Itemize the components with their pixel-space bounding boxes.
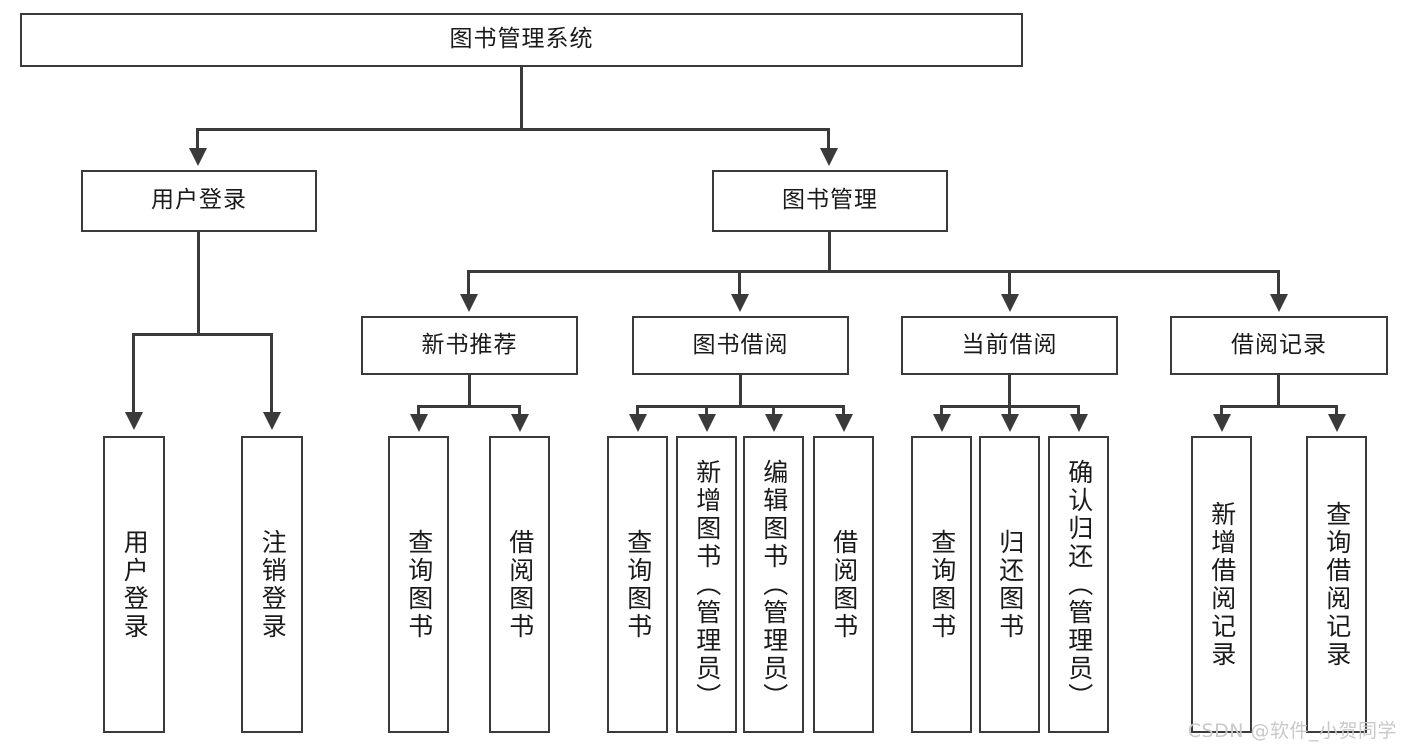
node-label: 用户登录 xyxy=(120,528,150,641)
arrow-nbr-leaf-1 xyxy=(410,414,428,432)
arrow-bb-leaf-3 xyxy=(765,414,783,432)
arrow-user-login-leaf-1 xyxy=(125,412,143,430)
connector-user-login-bus xyxy=(132,333,270,336)
connector-nbr-stem xyxy=(468,375,471,407)
node-label: 借阅图书 xyxy=(505,528,535,641)
connector-root-to-user-login xyxy=(196,128,199,150)
leaf-bb-edit-book-admin[interactable]: 编辑图书（管理员） xyxy=(743,436,804,733)
node-book-borrow[interactable]: 图书借阅 xyxy=(632,316,849,375)
arrow-bm-to-current-borrow xyxy=(1001,294,1019,312)
node-label: 注销登录 xyxy=(258,528,288,641)
connector-bb-branch-1 xyxy=(636,405,639,416)
leaf-user-login-logout[interactable]: 注销登录 xyxy=(241,436,303,733)
arrow-bm-to-book-borrow xyxy=(731,294,749,312)
connector-bb-branch-2 xyxy=(705,405,708,416)
node-label: 编辑图书（管理员） xyxy=(759,458,789,711)
arrow-br-leaf-1 xyxy=(1213,414,1231,432)
connector-bb-stem xyxy=(739,375,742,407)
node-label: 图书借阅 xyxy=(692,331,789,358)
connector-bm-branch-1 xyxy=(467,270,470,295)
leaf-bb-borrow-book[interactable]: 借阅图书 xyxy=(813,436,874,733)
connector-user-login-branch-2 xyxy=(270,333,273,413)
connector-user-login-branch-1 xyxy=(132,333,135,413)
node-label: 查询图书 xyxy=(404,528,434,641)
connector-br-branch-1 xyxy=(1220,405,1223,416)
connector-bm-branch-3 xyxy=(1008,270,1011,295)
arrow-nbr-leaf-2 xyxy=(511,414,529,432)
connector-bb-branch-4 xyxy=(842,405,845,416)
arrow-cb-leaf-1 xyxy=(933,414,951,432)
node-label: 图书管理系统 xyxy=(449,26,594,53)
connector-cb-branch-1 xyxy=(940,405,943,416)
connector-root-bus xyxy=(196,128,830,131)
node-label: 归还图书 xyxy=(995,528,1025,641)
connector-root-to-book-management xyxy=(827,128,830,150)
connector-cb-branch-3 xyxy=(1077,405,1080,416)
leaf-br-query-record[interactable]: 查询借阅记录 xyxy=(1306,436,1367,733)
connector-bm-branch-2 xyxy=(738,270,741,295)
connector-cb-stem xyxy=(1008,375,1011,407)
leaf-nbr-query-book[interactable]: 查询图书 xyxy=(388,436,449,733)
arrow-user-login-leaf-2 xyxy=(263,412,281,430)
connector-nbr-branch-1 xyxy=(417,405,420,416)
arrow-bm-to-borrow-records xyxy=(1270,294,1288,312)
node-label: 查询图书 xyxy=(927,528,957,641)
connector-book-management-stem xyxy=(828,232,831,272)
node-label: 借阅图书 xyxy=(829,528,859,641)
connector-bb-branch-3 xyxy=(772,405,775,416)
arrow-br-leaf-2 xyxy=(1328,414,1346,432)
arrow-root-to-user-login xyxy=(189,148,207,166)
leaf-br-add-record[interactable]: 新增借阅记录 xyxy=(1191,436,1252,733)
arrow-bb-leaf-1 xyxy=(629,414,647,432)
arrow-root-to-book-management xyxy=(820,148,838,166)
arrow-cb-leaf-2 xyxy=(1001,414,1019,432)
connector-cb-branch-2 xyxy=(1008,405,1011,416)
connector-bm-branch-4 xyxy=(1277,270,1280,295)
arrow-cb-leaf-3 xyxy=(1070,414,1088,432)
node-label: 查询借阅记录 xyxy=(1322,500,1352,669)
leaf-user-login-login[interactable]: 用户登录 xyxy=(103,436,165,733)
leaf-nbr-borrow-book[interactable]: 借阅图书 xyxy=(489,436,550,733)
node-label: 图书管理 xyxy=(782,187,878,214)
connector-book-management-bus xyxy=(467,270,1280,273)
connector-user-login-stem xyxy=(197,232,200,335)
node-label: 新书推荐 xyxy=(421,331,518,358)
leaf-cb-return-book[interactable]: 归还图书 xyxy=(979,436,1040,733)
arrow-bb-leaf-2 xyxy=(698,414,716,432)
node-label: 查询图书 xyxy=(623,528,653,641)
connector-br-branch-2 xyxy=(1335,405,1338,416)
leaf-bb-query-book[interactable]: 查询图书 xyxy=(607,436,668,733)
node-label: 新增图书（管理员） xyxy=(692,458,722,711)
node-label: 借阅记录 xyxy=(1231,331,1327,358)
node-label: 确认归还（管理员） xyxy=(1064,458,1094,711)
connector-nbr-bus xyxy=(417,405,521,408)
leaf-cb-query-book[interactable]: 查询图书 xyxy=(911,436,972,733)
node-label: 当前借阅 xyxy=(961,331,1058,358)
node-label: 新增借阅记录 xyxy=(1207,500,1237,669)
connector-root-stem xyxy=(520,67,523,130)
watermark: CSDN @软件_小贺同学 xyxy=(1187,720,1397,742)
node-root-book-management-system[interactable]: 图书管理系统 xyxy=(20,13,1023,67)
leaf-bb-add-book-admin[interactable]: 新增图书（管理员） xyxy=(676,436,737,733)
node-book-management[interactable]: 图书管理 xyxy=(712,170,948,232)
connector-br-bus xyxy=(1220,405,1338,408)
node-user-login[interactable]: 用户登录 xyxy=(81,170,317,232)
node-new-book-recommend[interactable]: 新书推荐 xyxy=(361,316,578,375)
connector-bb-bus xyxy=(636,405,845,408)
arrow-bb-leaf-4 xyxy=(835,414,853,432)
node-borrow-records[interactable]: 借阅记录 xyxy=(1170,316,1388,375)
connector-br-stem xyxy=(1277,375,1280,407)
leaf-cb-confirm-return-admin[interactable]: 确认归还（管理员） xyxy=(1048,436,1109,733)
connector-nbr-branch-2 xyxy=(518,405,521,416)
node-current-borrow[interactable]: 当前借阅 xyxy=(901,316,1118,375)
node-label: 用户登录 xyxy=(151,187,247,214)
arrow-bm-to-new-book-recommend xyxy=(460,294,478,312)
